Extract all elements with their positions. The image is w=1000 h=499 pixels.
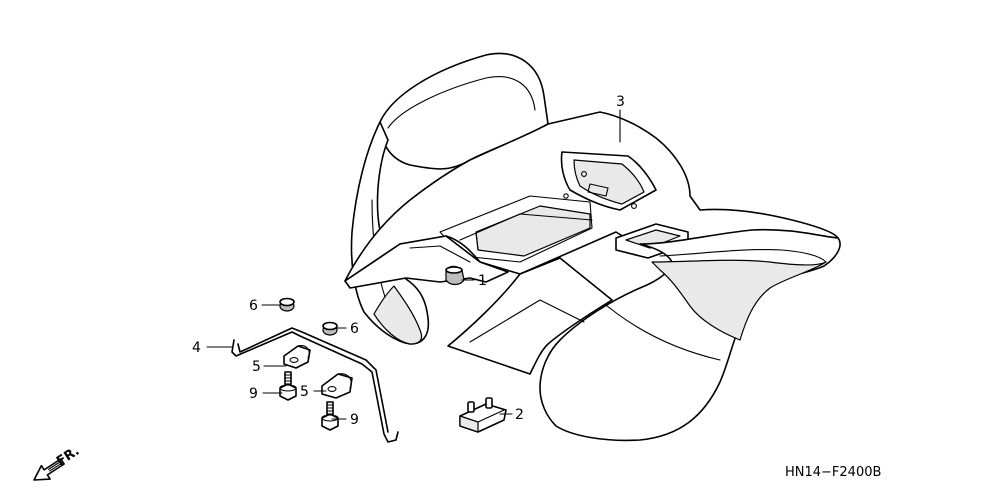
bumper-pad-part-2 [459,397,507,433]
brace-rod-part-4 [231,327,399,443]
callout-2: 2 [515,407,524,423]
callout-3: 3 [616,94,625,110]
callout-5a: 5 [252,359,261,375]
nut-part-6b [322,321,338,336]
nut-part-6a [279,297,295,312]
callout-4: 4 [192,340,201,356]
callout-1: 1 [478,273,487,289]
bolt-part-9b [321,401,339,431]
callout-9a: 9 [249,386,258,402]
diagram-reference-code: HN14−F2400B [785,465,881,480]
clamp-part-5b [321,373,353,399]
leader-lines [206,109,621,420]
callout-9b: 9 [350,412,359,428]
grommet-part-1 [445,265,465,286]
callout-5b: 5 [300,384,309,400]
bolt-part-9a [279,371,297,401]
callout-6b: 6 [350,321,359,337]
clamp-part-5a [283,345,311,369]
front-direction-arrow-icon [33,458,65,481]
rear-fender [344,52,841,442]
callout-6a: 6 [249,298,258,314]
